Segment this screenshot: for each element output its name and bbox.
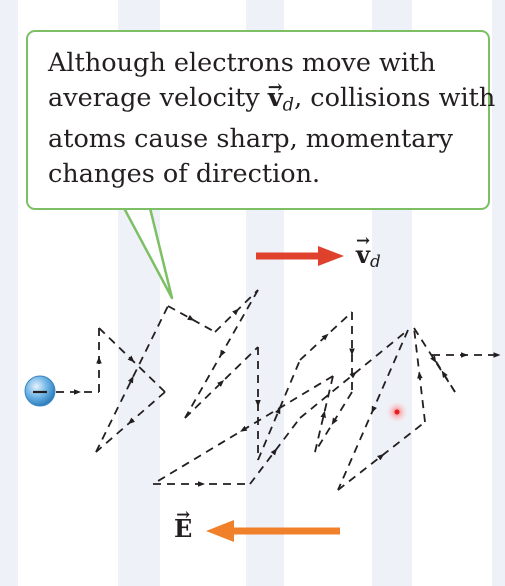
callout-text: Although electrons move with	[48, 48, 436, 78]
path-segment	[167, 305, 216, 333]
background-stripe	[0, 0, 18, 586]
path-segment	[184, 346, 259, 419]
path-segment	[152, 375, 334, 485]
path-segment	[431, 354, 456, 393]
vector-letter: E	[174, 514, 193, 543]
path-segment	[413, 327, 456, 393]
collision-point	[394, 409, 400, 415]
path-segment	[95, 391, 166, 453]
explanation-callout: Although electrons move with average vel…	[26, 30, 495, 210]
path-segment	[337, 329, 409, 491]
vector-subscript: d	[369, 251, 381, 272]
path-segment	[299, 311, 353, 361]
path-segment	[214, 289, 259, 333]
path-segment	[98, 327, 166, 393]
callout-line: atoms cause sharp, momentary	[48, 122, 474, 157]
callout-text: changes of direction.	[48, 159, 321, 190]
path-segment	[299, 329, 409, 419]
path-segment	[257, 359, 301, 461]
path-segment	[184, 289, 259, 419]
path-segment	[95, 305, 169, 453]
path-segment	[413, 327, 426, 423]
callout-line: changes of direction.	[48, 157, 474, 192]
path-segment	[337, 421, 426, 491]
electric-field-label: E	[174, 514, 192, 543]
vector-v: v	[356, 240, 370, 269]
electric-field-arrow	[206, 520, 340, 542]
drift-velocity-label: vd	[356, 240, 381, 271]
callout-text: atoms cause sharp, momentary	[48, 124, 454, 155]
drift-velocity-symbol: v	[268, 81, 283, 116]
vector-subscript: d	[282, 94, 295, 116]
callout-text: average velocity	[48, 83, 268, 113]
callout-line: Although electrons move with	[48, 46, 474, 81]
vector-letter: v	[356, 240, 370, 269]
vector-e: E	[174, 514, 192, 543]
drift-velocity-arrow	[256, 246, 344, 266]
path-segment	[314, 391, 353, 453]
callout-line: average velocity vd, collisions with	[48, 81, 495, 122]
collision-path	[56, 289, 501, 491]
electron	[24, 375, 56, 407]
path-segment	[314, 375, 334, 453]
callout-text: , collisions with	[294, 83, 496, 113]
callout-pointer	[122, 206, 174, 300]
vector-letter: v	[267, 83, 283, 113]
background-stripe	[492, 0, 505, 586]
